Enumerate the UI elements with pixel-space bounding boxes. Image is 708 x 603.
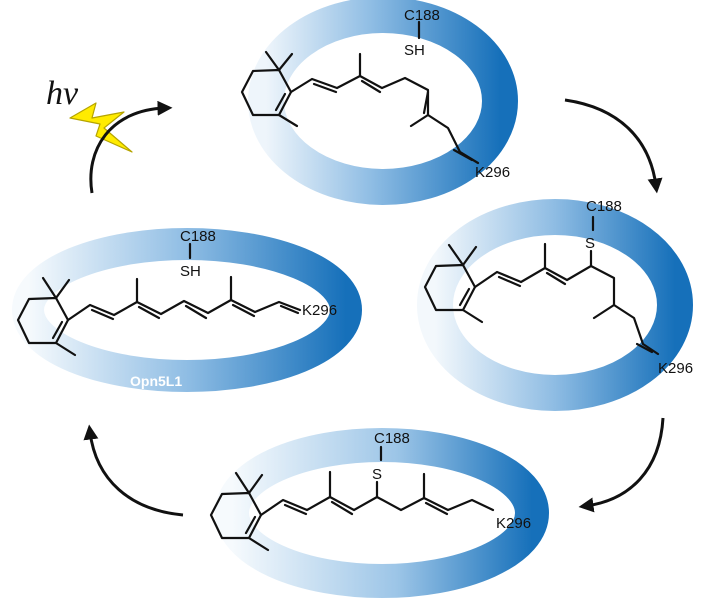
ring-bottom xyxy=(215,428,549,598)
photon-label: hν xyxy=(46,75,79,112)
retinal-bottom xyxy=(209,445,495,552)
cys-label-left: C188 xyxy=(180,228,216,245)
lys-label-right: K296 xyxy=(658,360,693,377)
ring-top xyxy=(248,0,518,205)
retinal-right xyxy=(423,215,660,356)
ring-left xyxy=(12,228,362,392)
thiol-label-right: S xyxy=(585,235,595,252)
retinal-left xyxy=(16,242,302,357)
curved-arrow-icon xyxy=(89,100,173,194)
lys-label-bottom: K296 xyxy=(496,515,531,532)
ring-right xyxy=(417,199,693,411)
lys-label-left: K296 xyxy=(302,302,337,319)
curved-arrow-icon xyxy=(564,98,663,194)
cys-label-top: C188 xyxy=(404,7,440,24)
thiol-label-left: SH xyxy=(180,263,201,280)
lys-label-top: K296 xyxy=(475,164,510,181)
lightning-bolt-icon xyxy=(69,102,133,153)
cys-label-right: C188 xyxy=(586,198,622,215)
thiol-label-bottom: S xyxy=(372,466,382,483)
curved-arrow-icon xyxy=(83,424,184,517)
cys-label-bottom: C188 xyxy=(374,430,410,447)
curved-arrow-icon xyxy=(578,417,665,513)
thiol-label-top: SH xyxy=(404,42,425,59)
protein-label: Opn5L1 xyxy=(130,373,182,389)
retinal-top xyxy=(240,20,480,165)
